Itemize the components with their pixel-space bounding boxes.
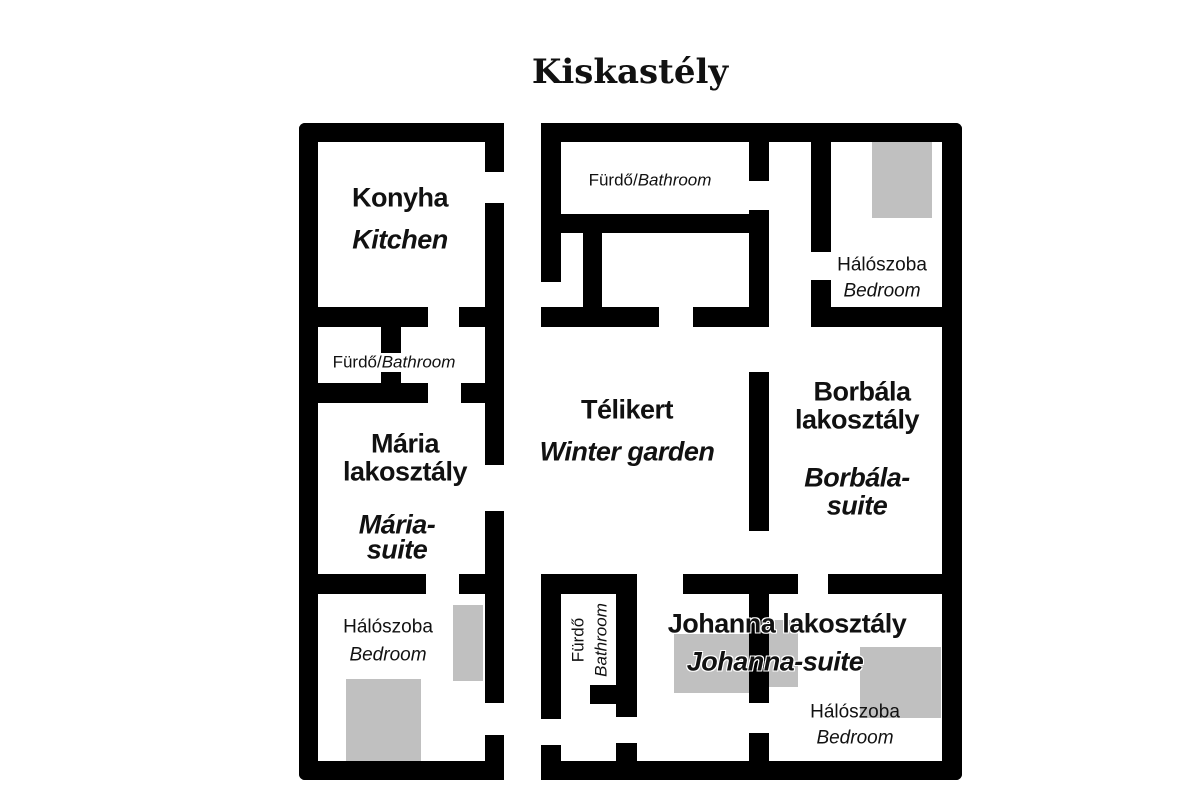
wall [749, 210, 769, 327]
wall [561, 214, 749, 233]
furniture-bed [872, 142, 932, 218]
wall [616, 743, 637, 761]
furniture-bed [860, 647, 941, 718]
wall [811, 307, 942, 327]
wall [485, 203, 504, 465]
wall [299, 761, 504, 780]
wall [683, 574, 798, 594]
borbala-label-hu-2: lakosztály [794, 404, 920, 435]
wall [485, 123, 504, 172]
wall [541, 307, 659, 327]
wall [485, 511, 504, 703]
bathroom-top-hu: Fürdő/ [588, 170, 638, 190]
wall [541, 761, 962, 780]
johanna-label-hu: Johanna lakosztály [667, 608, 907, 639]
kitchen-label-hu: Konyha [351, 182, 449, 213]
wall [541, 745, 561, 780]
bathroom-bottom-en: Bathroom [591, 603, 611, 677]
bathroom-top-en: Bathroom [637, 170, 712, 190]
wall [616, 574, 637, 717]
furniture-bed [768, 620, 798, 687]
bathroom-left-hu: Fürdő/ [332, 352, 382, 372]
wall [541, 574, 637, 594]
wall [942, 123, 962, 780]
bedroom-top-right-en: Bedroom [843, 280, 921, 302]
kitchen-label-en: Kitchen [352, 224, 448, 255]
wall [381, 327, 401, 353]
furniture-bed [346, 679, 421, 761]
bedroom-left-en: Bedroom [349, 644, 427, 666]
bathroom-top-label: Fürdő/Bathroom [589, 172, 712, 189]
wall [318, 574, 426, 594]
wall [749, 123, 769, 181]
wall [749, 372, 769, 531]
bathroom-left-en: Bathroom [381, 352, 456, 372]
wall [299, 123, 504, 142]
furniture-bed [674, 634, 749, 693]
winter-garden-label-hu: Télikert [580, 394, 674, 425]
wall [318, 307, 428, 327]
wall [749, 594, 769, 703]
wall [381, 372, 401, 384]
wall [459, 574, 485, 594]
bedroom-top-right-hu: Hálószoba [837, 254, 927, 276]
wall [485, 735, 504, 780]
borbala-label-en-2: suite [826, 490, 888, 521]
johanna-label-en: Johanna-suite [686, 646, 864, 677]
wall [459, 307, 485, 327]
plan-title: Kiskastély [531, 52, 729, 92]
maria-label-en-1: Mária- [358, 509, 436, 540]
wall [583, 233, 602, 307]
maria-label-hu-1: Mária [370, 428, 440, 459]
maria-label-hu-2: lakosztály [342, 456, 468, 487]
bedroom-left-hu: Hálószoba [343, 616, 433, 638]
wall [749, 733, 769, 761]
furniture-bed [453, 605, 483, 681]
wall [461, 383, 485, 403]
wall [541, 574, 561, 719]
winter-garden-label-en: Winter garden [539, 436, 715, 467]
wall [541, 123, 561, 282]
wall [299, 123, 318, 780]
borbala-label-hu-1: Borbála [813, 376, 911, 407]
wall [318, 383, 428, 403]
bedroom-bottom-right-en: Bedroom [816, 727, 894, 749]
wall [811, 123, 831, 252]
maria-label-en-2: suite [366, 534, 428, 565]
bedroom-bottom-right-hu: Hálószoba [810, 701, 900, 723]
borbala-label-en-1: Borbála- [804, 462, 910, 493]
wall [828, 574, 942, 594]
wall [590, 685, 616, 704]
bathroom-left-label: Fürdő/Bathroom [333, 354, 456, 371]
bathroom-bottom-hu: Fürdő [568, 617, 588, 663]
